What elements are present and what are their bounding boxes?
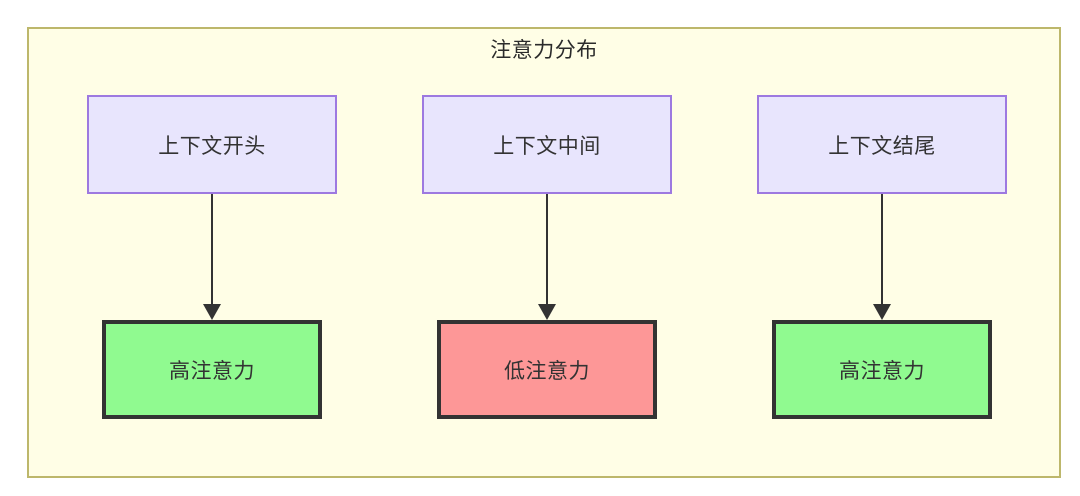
arrow-shaft [881, 194, 883, 306]
node-label: 上下文开头 [158, 134, 266, 158]
node-label: 高注意力 [169, 359, 255, 383]
diagram-column: 上下文开头 高注意力 [87, 29, 337, 480]
diagram-column: 上下文中间 低注意力 [422, 29, 672, 480]
node-low-attention-middle[interactable]: 低注意力 [437, 320, 657, 419]
subgraph-title: 注意力分布 [490, 39, 598, 62]
connector-arrow [873, 194, 891, 320]
node-label: 高注意力 [839, 359, 925, 383]
node-label: 上下文结尾 [828, 134, 936, 158]
arrow-shaft [211, 194, 213, 306]
node-context-start[interactable]: 上下文开头 [87, 95, 337, 194]
subgraph-container: 注意力分布 上下文开头 高注意力 上下文中间 低注意力 [27, 27, 1061, 478]
diagram-column: 上下文结尾 高注意力 [757, 29, 1007, 480]
node-context-end[interactable]: 上下文结尾 [757, 95, 1007, 194]
down-arrow-icon [203, 304, 221, 320]
down-arrow-icon [538, 304, 556, 320]
arrow-shaft [546, 194, 548, 306]
node-label: 上下文中间 [493, 134, 601, 158]
node-high-attention-end[interactable]: 高注意力 [772, 320, 992, 419]
down-arrow-icon [873, 304, 891, 320]
node-label: 低注意力 [504, 359, 590, 383]
connector-arrow [203, 194, 221, 320]
node-context-middle[interactable]: 上下文中间 [422, 95, 672, 194]
connector-arrow [538, 194, 556, 320]
node-high-attention-start[interactable]: 高注意力 [102, 320, 322, 419]
